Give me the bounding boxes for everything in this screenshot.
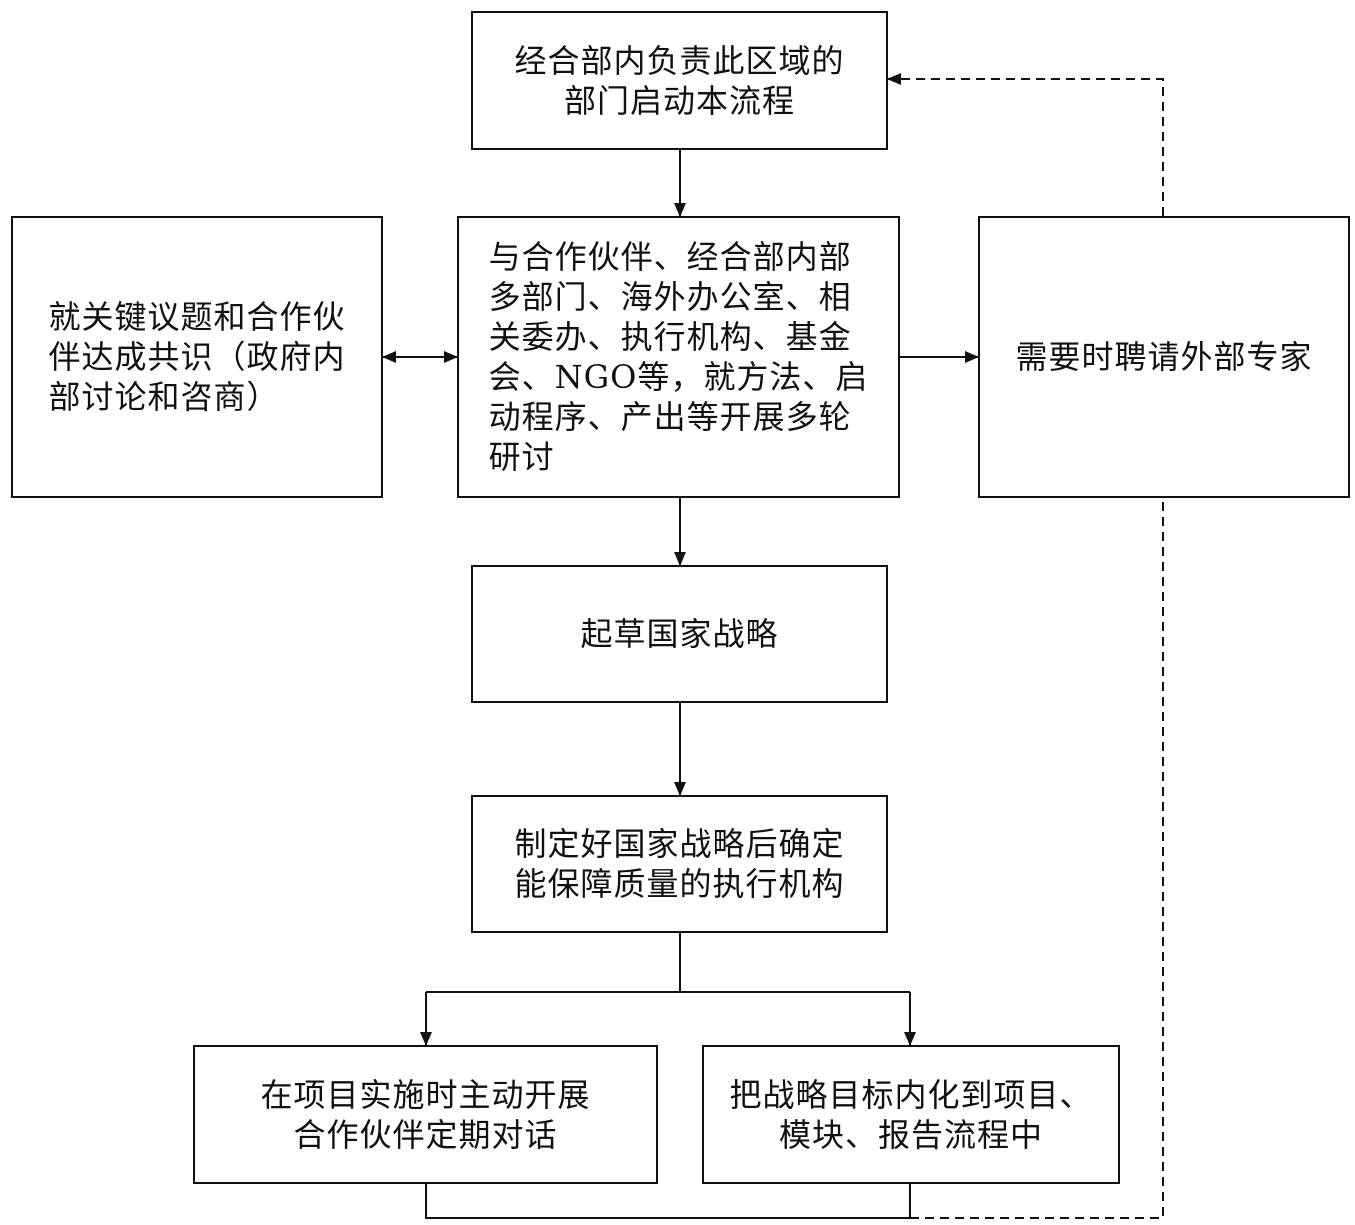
split-line xyxy=(426,933,681,993)
box-discussion: 与合作伙伴、经合部内部 多部门、海外办公室、相 关委办、执行机构、基金 会、NG… xyxy=(457,216,900,498)
box-start: 经合部内负责此区域的 部门启动本流程 xyxy=(471,11,888,150)
box-experts: 需要时聘请外部专家 xyxy=(978,216,1350,498)
box-draft-text: 起草国家战略 xyxy=(580,615,779,653)
box-select-agency-text: 制定好国家战略后确定 能保障质量的执行机构 xyxy=(514,825,845,903)
box-start-text: 经合部内负责此区域的 部门启动本流程 xyxy=(514,41,845,120)
box-internalize: 把战略目标内化到项目、 模块、报告流程中 xyxy=(702,1045,1120,1184)
box-draft: 起草国家战略 xyxy=(471,565,888,703)
box-select-agency: 制定好国家战略后确定 能保障质量的执行机构 xyxy=(471,795,888,933)
box-internalize-text: 把战略目标内化到项目、 模块、报告流程中 xyxy=(729,1075,1093,1154)
merge-line xyxy=(425,1184,911,1219)
box-experts-text: 需要时聘请外部专家 xyxy=(1015,338,1313,376)
box-consensus-text: 就关键议题和合作伙 伴达成共识（政府内 部讨论和咨商） xyxy=(48,298,346,416)
feedback-loop-top xyxy=(887,73,1164,216)
box-consensus: 就关键议题和合作伙 伴达成共识（政府内 部讨论和咨商） xyxy=(11,216,383,498)
box-discussion-text: 与合作伙伴、经合部内部 多部门、海外办公室、相 关委办、执行机构、基金 会、NG… xyxy=(488,238,869,476)
box-dialogue-text: 在项目实施时主动开展 合作伙伴定期对话 xyxy=(260,1075,591,1154)
box-dialogue: 在项目实施时主动开展 合作伙伴定期对话 xyxy=(193,1045,658,1184)
